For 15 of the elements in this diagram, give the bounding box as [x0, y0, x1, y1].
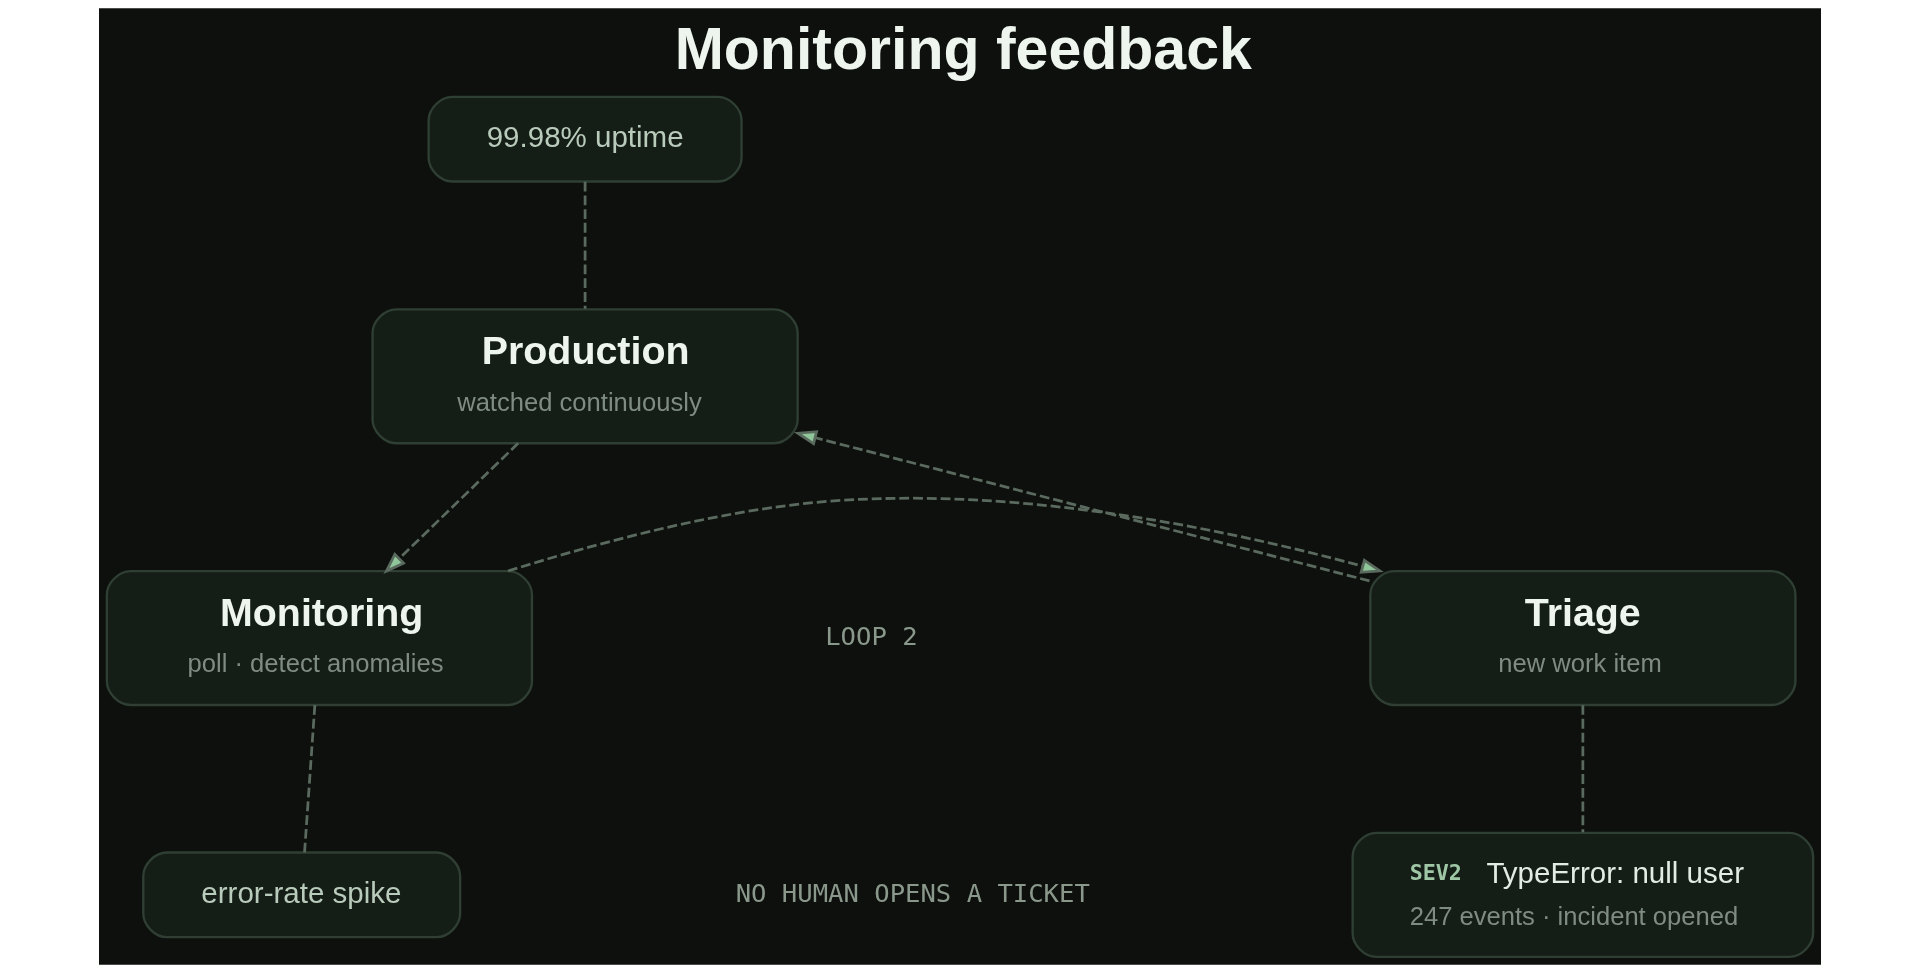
- node-box: Production watched continuously: [371, 308, 799, 445]
- arrow: [793, 430, 1370, 583]
- label: NO HUMAN OPENS A TICKET: [735, 877, 1090, 908]
- node-box: SEV2 TypeError: null user 247 events · incident opened: [1351, 831, 1815, 959]
- connector: [1581, 705, 1585, 833]
- node-box: 99.98% uptime: [427, 95, 743, 183]
- arrow: [383, 442, 519, 574]
- node-box: Triage new work item: [1369, 569, 1797, 707]
- node-box: Monitoring poll · detect anomalies: [105, 569, 534, 707]
- label: LOOP 2: [825, 620, 918, 651]
- node-box: error-rate spike: [142, 851, 462, 939]
- arrow: [507, 497, 1384, 574]
- connector: [303, 705, 317, 853]
- connector: [583, 181, 587, 309]
- diagram-title: Monitoring feedback: [674, 16, 1252, 83]
